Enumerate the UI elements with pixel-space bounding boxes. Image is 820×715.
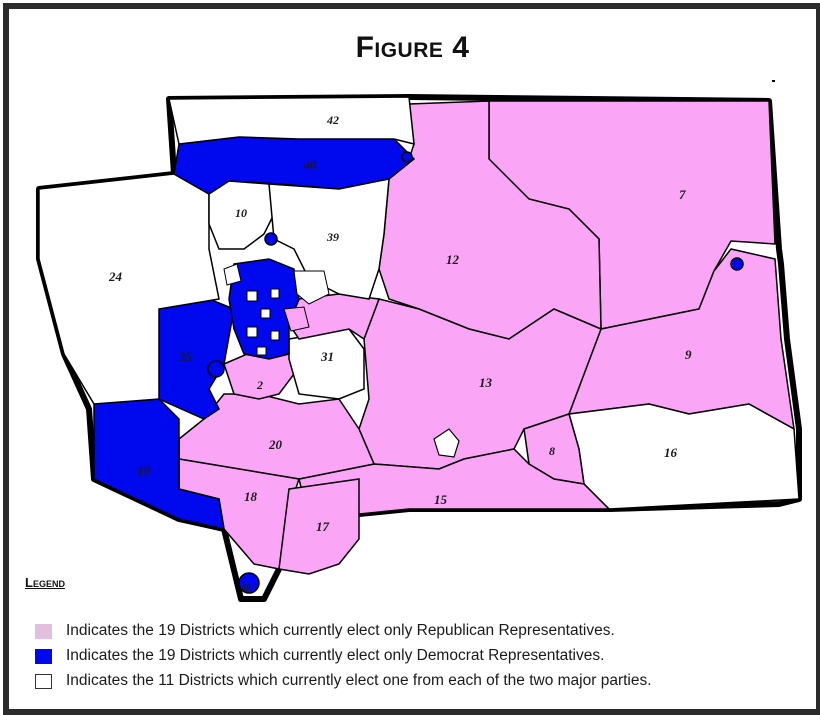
legend-text-democrat: Indicates the 19 Districts which current… [66,647,605,664]
district-label-12: 12 [446,252,460,267]
legend-swatch-democrat [35,648,52,664]
district-vancouver-spot [238,572,260,594]
district-urban-cell-2 [260,308,271,319]
legend-item-republican: Indicates the 19 Districts which current… [35,621,615,641]
district-urban-cell-1 [246,290,258,302]
figure-title: Figure 4 [355,31,470,64]
stray-mark [772,80,775,82]
district-olympia-spot [207,360,225,378]
legend-text-split: Indicates the 11 Districts which current… [66,672,652,689]
district-urban-white-1 [223,263,242,286]
legend-item-split: Indicates the 11 Districts which current… [35,671,652,691]
district-label-40: 40 [303,158,316,172]
figure-frame: Figure 4 [3,3,820,715]
legend-swatch-split [35,673,52,689]
district-label-39: 39 [326,230,339,244]
district-urban-cell-5 [270,288,280,299]
district-16 [568,403,800,510]
district-label-2: 2 [256,378,263,392]
legend-swatch-republican [35,623,52,639]
district-label-16: 16 [664,445,678,460]
district-31 [288,328,365,400]
district-label-17: 17 [316,519,330,534]
district-label-9: 9 [685,347,692,362]
district-bellingham-spot [401,151,413,163]
district-urban-pink-1 [283,306,310,332]
district-15 [298,448,611,520]
district-19 [93,398,225,530]
district-everett-spot [264,232,278,246]
district-label-49: 49 [240,583,251,594]
district-label-31: 31 [320,349,334,364]
district-label-8: 8 [549,444,555,458]
district-tricities-blob [433,428,460,458]
district-10 [208,180,275,250]
district-label-18: 18 [244,489,258,504]
legend-item-democrat: Indicates the 19 Districts which current… [35,646,604,666]
district-urban-cell-3 [246,326,258,338]
district-label-13: 13 [479,375,493,390]
district-17 [278,478,360,575]
district-label-19: 19 [137,463,151,478]
district-13 [358,298,602,470]
district-label-15: 15 [434,492,448,507]
district-urban-cell-4 [270,330,280,341]
district-label-20: 20 [268,437,283,452]
district-label-42: 42 [326,113,339,127]
district-urban-white-2 [293,270,330,305]
district-label-35: 35 [178,349,193,364]
district-spokane-spot [730,257,744,271]
district-42 [168,96,415,145]
legend-text-republican: Indicates the 19 Districts which current… [66,622,615,639]
district-label-7: 7 [679,187,686,202]
district-label-10: 10 [235,206,247,220]
legend-heading: Legend [25,575,65,590]
district-label-24: 24 [108,269,123,284]
washington-district-map: 12 7 9 13 15 16 8 17 18 20 2 31 19 35 24… [36,80,802,602]
district-urban-cell-6 [256,346,267,356]
district-39 [268,178,390,300]
district-35 [158,298,235,420]
